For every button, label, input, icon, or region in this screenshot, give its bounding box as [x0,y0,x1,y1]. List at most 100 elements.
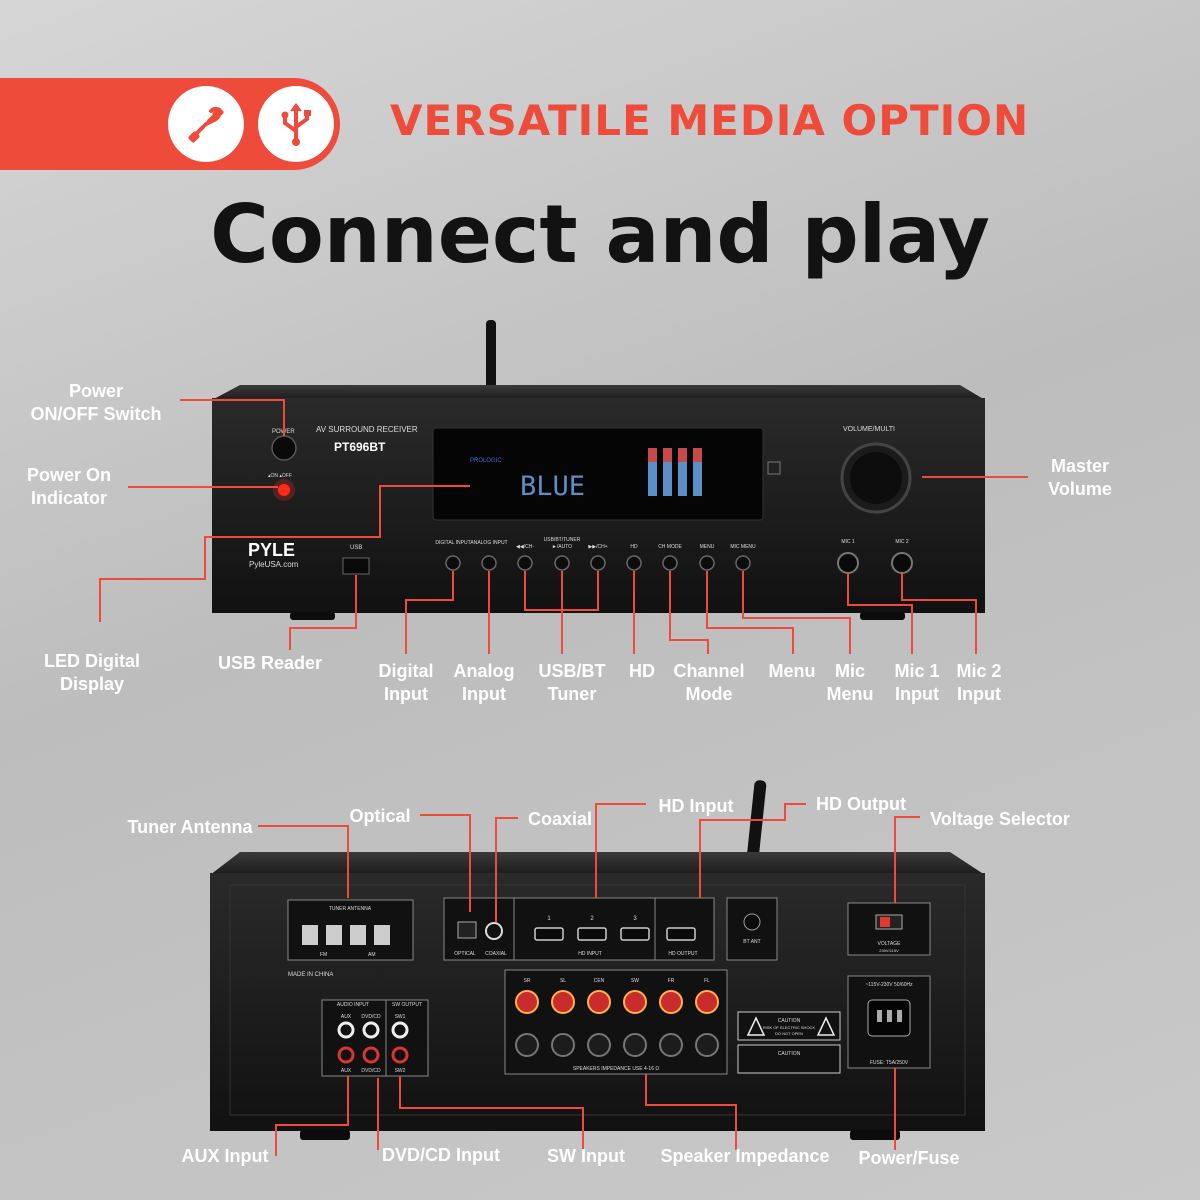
hd-output-port [666,927,696,941]
usb-icon [258,86,334,162]
svg-text:COAXIAL: COAXIAL [485,951,507,957]
svg-text:MENU: MENU [700,544,715,550]
svg-text:AUDIO INPUT: AUDIO INPUT [337,1002,369,1008]
callout-hd: HD [629,661,655,681]
voltage-selector [847,902,931,956]
svg-text:FUSE: T5A/250V: FUSE: T5A/250V [870,1060,909,1066]
svg-text:MADE IN CHINA: MADE IN CHINA [288,972,333,978]
power-knob [271,435,297,461]
svg-text:OPTICAL: OPTICAL [454,951,476,957]
svg-text:SW1: SW1 [395,1014,406,1020]
svg-text:SL: SL [560,978,566,984]
brand-logo: PYLE [248,540,295,560]
svg-text:◀◀/CH-: ◀◀/CH- [516,544,534,550]
svg-text:PT696BT: PT696BT [334,440,386,454]
svg-text:DVD/CD: DVD/CD [361,1014,381,1020]
led-display [432,427,764,521]
audio-input-block [321,999,429,1077]
svg-text:FR: FR [668,978,675,984]
front-buttons [445,555,751,571]
callout-speaker-impedance: Speaker Impedance [660,1146,830,1166]
svg-text:RISK OF ELECTRIC SHOCK: RISK OF ELECTRIC SHOCK [763,1025,816,1030]
hd-input-ports [534,927,650,941]
svg-text:230V/115V: 230V/115V [879,948,899,953]
callout-sw-input: SW Input [547,1146,625,1166]
svg-text:USB: USB [350,545,362,551]
callout-lines [99,399,1028,1156]
svg-text:AV SURROUND RECEIVER: AV SURROUND RECEIVER [316,425,418,434]
callout-hd-input: HD Input [658,796,734,816]
svg-text:ANALOG INPUT: ANALOG INPUT [470,540,507,546]
svg-text:MIC 2: MIC 2 [895,539,909,545]
svg-text:MIC 1: MIC 1 [841,539,855,545]
svg-text:HD: HD [630,544,638,550]
headline: VERSATILE MEDIA OPTION [390,96,1030,145]
callout-tuner-antenna: Tuner Antenna [127,817,253,837]
svg-text:PyleUSA.com: PyleUSA.com [249,560,299,569]
speaker-terminals [504,969,728,1075]
svg-text:VOLUME/MULTI: VOLUME/MULTI [843,426,895,433]
svg-text:2: 2 [590,916,594,922]
svg-text:SR: SR [524,978,531,984]
optical-port [457,921,477,939]
svg-text:SW: SW [631,978,639,984]
svg-text:~115V-230V 50/60Hz: ~115V-230V 50/60Hz [865,982,913,988]
svg-text:FM: FM [320,952,327,958]
svg-text:FL: FL [704,978,710,984]
svg-text:AM: AM [368,952,376,958]
svg-text:AUX: AUX [341,1014,352,1020]
svg-text:CEN: CEN [594,978,605,984]
svg-text:CH MODE: CH MODE [658,544,682,550]
callout-optical: Optical [349,806,411,826]
callout-coaxial: Coaxial [527,809,593,829]
svg-text:CAUTION: CAUTION [778,1018,801,1024]
mic2-jack [891,552,913,574]
svg-text:SPEAKERS IMPEDANCE USE 4-16 Ω: SPEAKERS IMPEDANCE USE 4-16 Ω [573,1066,660,1072]
svg-text:►/AUTO: ►/AUTO [552,544,572,550]
svg-text:HD INPUT: HD INPUT [578,951,602,957]
audio-cable-icon [168,86,244,162]
power-led [278,484,290,496]
callout-dvd-cd-input: DVD/CD Input [382,1145,500,1165]
coaxial-port [485,922,503,940]
subheadline: Connect and play [210,188,990,281]
callout-power-fuse: Power/Fuse [858,1148,960,1168]
svg-text:▶▶/CH+: ▶▶/CH+ [588,544,607,550]
svg-text:CAUTION: CAUTION [778,1051,801,1057]
usb-port [342,557,370,575]
display-text: BLUE [520,471,585,502]
mic1-jack [837,552,859,574]
callout-menu: Menu [768,661,816,681]
svg-text:3: 3 [633,916,637,922]
callout-voltage-selector: Voltage Selector [930,809,1070,829]
svg-text:DVD/CD: DVD/CD [361,1068,381,1074]
svg-text:1: 1 [547,916,551,922]
svg-text:SW2: SW2 [395,1068,406,1074]
svg-text:VOLTAGE: VOLTAGE [878,941,902,947]
svg-text:SW OUTPUT: SW OUTPUT [392,1002,422,1008]
svg-text:PROLOGIC: PROLOGIC [470,458,502,464]
svg-text:HD OUTPUT: HD OUTPUT [668,951,697,957]
svg-text:MIC MENU: MIC MENU [730,544,756,550]
svg-text:DO NOT OPEN: DO NOT OPEN [775,1031,803,1036]
svg-text:▴ON ▴OFF: ▴ON ▴OFF [268,473,292,479]
front-antenna [486,320,496,390]
svg-text:AUX: AUX [341,1068,352,1074]
callout-usb-reader: USB Reader [217,653,323,673]
callout-aux-input: AUX Input [181,1146,269,1166]
callout-hd-output: HD Output [816,794,906,814]
svg-text:DIGITAL INPUT: DIGITAL INPUT [435,540,470,546]
level-meter [648,448,702,496]
svg-text:TUNER ANTENNA: TUNER ANTENNA [329,906,372,912]
